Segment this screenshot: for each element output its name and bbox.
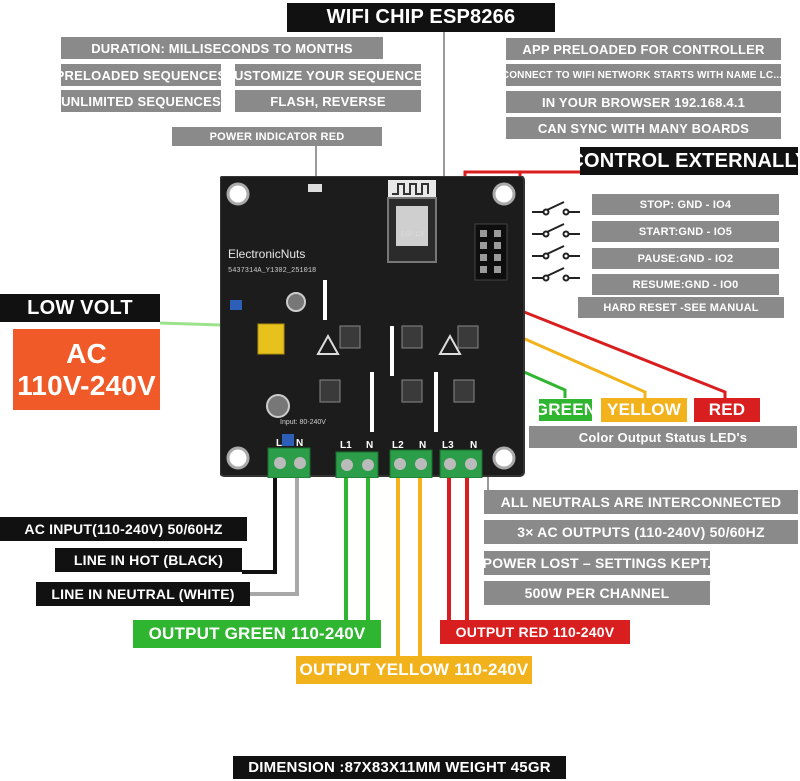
power-indicator-label: POWER INDICATOR RED [172, 127, 382, 146]
wifi-chip-title: WIFI CHIP ESP8266 [287, 3, 555, 32]
terminal-block-l2 [389, 449, 433, 478]
output-yellow-label: OUTPUT YELLOW 110-240V [296, 656, 532, 684]
terminal-label-l3: L3 [442, 440, 454, 451]
output-green-label: OUTPUT GREEN 110-240V [133, 620, 381, 648]
ac-range-label: 110V-240V [17, 369, 156, 401]
terminal-label-l-in: L [276, 438, 282, 449]
low-volt-label: LOW VOLT [0, 294, 160, 322]
switch-icon [532, 245, 580, 260]
board-input-rating: Input: 80-240V [280, 419, 326, 426]
switch-icons [532, 201, 580, 282]
board-brand: ElectronicNuts [228, 247, 305, 261]
browser-address-label: IN YOUR BROWSER 192.168.4.1 [506, 91, 781, 113]
neutrals-spec: ALL NEUTRALS ARE INTERCONNECTED [484, 490, 798, 514]
mounting-hole [492, 446, 516, 470]
hard-reset-label: HARD RESET -SEE MANUAL [578, 297, 784, 318]
switch-icon [532, 201, 580, 216]
ac-label: AC [66, 337, 107, 369]
terminal-label-n2: N [419, 440, 426, 451]
power-transformer [257, 323, 285, 355]
flash-reverse-label: FLASH, REVERSE [235, 90, 421, 112]
terminal-block-input [267, 447, 311, 478]
green-led-label: GREEN [535, 398, 596, 422]
start-label: START:GND - IO5 [592, 221, 779, 242]
app-preloaded-label: APP PRELOADED FOR CONTROLLER [506, 38, 781, 60]
warning-icon [438, 333, 462, 355]
output-red-label: OUTPUT RED 110-240V [440, 620, 630, 644]
ac-input-label: AC INPUT(110-240V) 50/60HZ [0, 517, 247, 541]
dimension-label: DIMENSION :87X83X11MM WEIGHT 45GR [233, 756, 566, 779]
unlimited-sequences-label: UNLIMITED SEQUENCES [61, 90, 221, 112]
switch-icon [532, 223, 580, 238]
sync-boards-label: CAN SYNC WITH MANY BOARDS [506, 117, 781, 139]
terminal-label-l2: L2 [392, 440, 404, 451]
line-neutral-label: LINE IN NEUTRAL (WHITE) [36, 582, 250, 606]
per-channel-spec: 500W PER CHANNEL [484, 581, 710, 605]
preloaded-sequences-label: PRELOADED SEQUENCES [56, 64, 226, 86]
pcb-board: ElectronicNuts 5437314A_Y1302_251018 Inp… [220, 176, 525, 478]
led-caption: Color Output Status LED's [529, 426, 797, 448]
customize-sequences-label: CUSTOMIZE YOUR SEQUENCES [224, 64, 431, 86]
outputs-spec: 3× AC OUTPUTS (110-240V) 50/60HZ [484, 520, 798, 544]
warning-icon [316, 333, 340, 355]
ac-voltage-box: AC 110V-240V [13, 329, 160, 410]
terminal-block-l1 [335, 451, 379, 478]
stop-label: STOP: GND - IO4 [592, 194, 779, 215]
duration-label: DURATION: MILLISECONDS TO MONTHS [61, 37, 383, 59]
line-hot-label: LINE IN HOT (BLACK) [55, 548, 242, 572]
terminal-label-n1: N [366, 440, 373, 451]
power-lost-spec: POWER LOST – SETTINGS KEPT. [483, 551, 711, 575]
terminal-block-l3 [439, 449, 483, 478]
esp-module-label: ESP-12F [401, 232, 426, 238]
neutral-wire [250, 470, 299, 596]
board-model: 5437314A_Y1302_251018 [228, 267, 316, 275]
terminal-label-n-in: N [296, 438, 303, 449]
hot-wire [242, 470, 277, 574]
mounting-hole [226, 446, 250, 470]
terminal-label-l1: L1 [340, 440, 352, 451]
control-header [474, 223, 508, 281]
red-led-label: RED [694, 398, 760, 422]
mounting-hole [226, 182, 250, 206]
control-externally-title: CONTROL EXTERNALLY [569, 147, 800, 175]
connect-wifi-label: CONNECT TO WIFI NETWORK STARTS WITH NAME… [502, 64, 785, 86]
pause-label: PAUSE:GND - IO2 [592, 248, 779, 269]
terminal-label-n3: N [470, 440, 477, 451]
esp-shield [396, 206, 428, 246]
yellow-led-label: YELLOW [601, 398, 687, 422]
switch-icon [532, 267, 580, 282]
mounting-hole [492, 182, 516, 206]
red-led-line [483, 294, 727, 398]
resume-label: RESUME:GND - IO0 [592, 274, 779, 295]
